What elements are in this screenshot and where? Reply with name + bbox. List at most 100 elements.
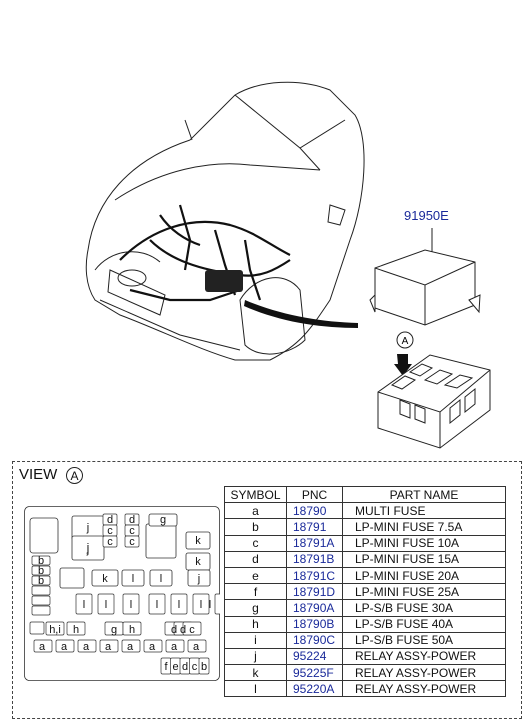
wheel-arch [239, 277, 306, 355]
fuse-label: c [129, 536, 135, 548]
fuse-label: a [171, 641, 178, 653]
header-pnc: PNC [286, 485, 343, 504]
view-a-marker-circle [396, 331, 414, 349]
fuse-label: d [107, 514, 113, 526]
row-pnc: 18791C [286, 566, 343, 585]
relay-slot [192, 593, 210, 615]
fuse-label: l [200, 599, 202, 611]
location-arrow [244, 300, 358, 328]
fuse-slot [66, 621, 86, 636]
headlight-left [117, 269, 147, 287]
fuse-label: f [164, 661, 168, 673]
multi-fuse-slot [55, 639, 75, 653]
fuse-label: l [130, 599, 132, 611]
relay-slot [148, 593, 166, 615]
fuse-label: a [61, 641, 68, 653]
fuse-label: l [178, 599, 180, 611]
multi-fuse-slot [143, 639, 163, 653]
view-a-arrow [394, 354, 412, 376]
row-part-name: LP-S/B FUSE 30A [342, 599, 506, 617]
relay-k-1 [185, 531, 211, 550]
multi-fuse-slot [33, 639, 53, 653]
row-symbol: d [224, 550, 287, 568]
fuse-label: h [73, 624, 79, 636]
fuse-label: c [107, 525, 113, 537]
mini-fuse-slot [31, 575, 51, 586]
fuse-label: l [209, 599, 211, 611]
row-part-name: LP-MINI FUSE 10A [342, 534, 506, 552]
multi-fuse-slot [187, 639, 207, 653]
fuse-label: g [160, 514, 166, 526]
header-symbol: SYMBOL [224, 485, 287, 504]
multi-fuse-slot [77, 639, 97, 653]
row-pnc: 95224 [286, 647, 343, 666]
vehicle-illustration: A 91950E [85, 81, 491, 449]
relay-l-1 [121, 569, 145, 587]
fuse-slot [45, 621, 65, 636]
relay-slot [214, 593, 220, 615]
fuse-slot [122, 621, 142, 636]
fuse-label: j [197, 573, 200, 585]
mini-fuse-slot [198, 657, 210, 675]
row-part-name: RELAY ASSY-POWER [342, 664, 506, 682]
relay-slot [122, 593, 140, 615]
fuse-label: h,i [49, 624, 61, 636]
mini-fuse-slot [31, 585, 51, 596]
relay-l-2 [149, 569, 173, 587]
row-pnc: 18791A [286, 534, 343, 552]
row-pnc: 18790A [286, 599, 343, 617]
pnc-callout: 91950E [404, 208, 449, 223]
fuse-label: l [83, 599, 85, 611]
fuse-label: d [171, 624, 177, 636]
mini-fuse-slot [31, 605, 51, 616]
row-pnc: 18791 [286, 518, 343, 536]
fuse-label: j [86, 522, 89, 534]
fuse-label: a [127, 641, 134, 653]
view-frame [12, 461, 522, 719]
row-part-name: LP-S/B FUSE 40A [342, 615, 506, 633]
fuse-label: c [192, 661, 198, 673]
table-header-row: SYMBOL PNC PART NAME [224, 485, 506, 504]
row-symbol: f [224, 583, 287, 601]
fuse-label: c [129, 525, 135, 537]
mini-fuse-slot [102, 535, 118, 548]
row-symbol: i [224, 631, 287, 649]
row-symbol: k [224, 664, 287, 682]
engine-block [205, 270, 243, 292]
mini-fuse-slot [31, 565, 51, 576]
fuse-slot [182, 621, 202, 636]
relay-j-mid [71, 535, 105, 561]
fuse-label: a [193, 641, 200, 653]
relay-slot [97, 593, 115, 615]
fuse-label: a [105, 641, 112, 653]
row-symbol: g [224, 599, 287, 617]
fuse-label: j [86, 544, 89, 556]
row-part-name: LP-MINI FUSE 7.5A [342, 518, 506, 536]
row-symbol: h [224, 615, 287, 633]
fuse-label: d [182, 661, 188, 673]
fuse-slot [29, 621, 45, 635]
fuse-label: l [160, 573, 162, 585]
relay-k-mid [91, 569, 119, 587]
row-pnc: 95225F [286, 664, 343, 682]
fuse-label: l [156, 599, 158, 611]
fuse-label: k [195, 535, 201, 547]
fuse-label: a [83, 641, 90, 653]
row-symbol: e [224, 566, 287, 585]
block-left-mid [59, 567, 85, 589]
car-body-outline [85, 81, 365, 361]
fuse-label: d [180, 624, 186, 636]
row-part-name: LP-MINI FUSE 25A [342, 583, 506, 601]
fuse-label: b [38, 565, 44, 577]
grille [107, 269, 166, 316]
fuse-label: e [172, 661, 178, 673]
